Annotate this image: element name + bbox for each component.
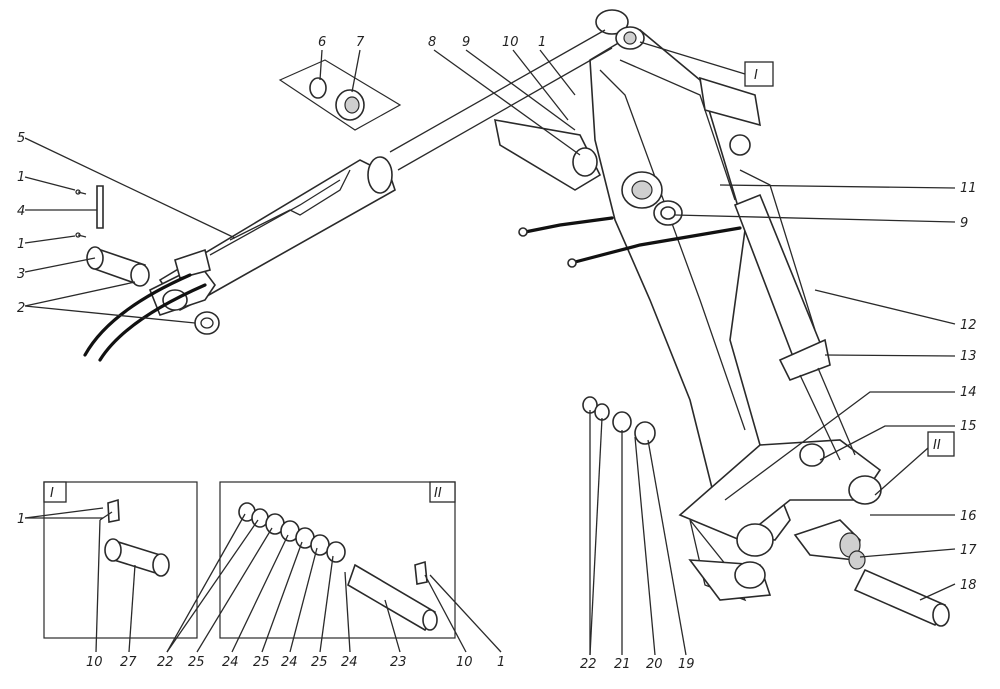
callout-1: 1 [17,237,25,252]
callout-24: 24 [341,655,358,670]
callout-24: 24 [222,655,239,670]
callout-2: 2 [17,301,25,316]
callout-9: 9 [960,216,968,231]
callout-3: 3 [17,267,25,282]
callout-25: 25 [188,655,205,670]
callout-8: 8 [428,35,436,50]
svg-text:II: II [933,438,941,453]
top-linkage [699,76,761,156]
inset-I-label: I [50,486,54,501]
callout-27: 27 [120,655,137,670]
callout-13: 13 [960,349,977,364]
flag-main-II: II [874,431,955,496]
callout-10: 10 [502,35,519,50]
parts-6-7 [278,59,402,131]
callout-1: 1 [497,655,505,670]
callout-1: 1 [538,35,546,50]
callout-5: 5 [17,131,25,146]
callout-16: 16 [960,509,977,524]
callout-22: 22 [580,657,597,672]
center-bushings [621,171,683,226]
cotter-pins [75,185,104,238]
callout-24: 24 [281,655,298,670]
callout-1: 1 [17,170,25,185]
top-pivot-lug [595,9,645,50]
callout-11: 11 [960,181,977,196]
callout-21: 21 [614,657,631,672]
callout-19: 19 [678,657,695,672]
callout-20: 20 [646,657,663,672]
inset-II-label: II [434,486,442,501]
arm-cylinder [148,156,396,316]
side-mount [493,119,602,191]
tie-rod [389,29,613,171]
callout-9: 9 [462,35,470,50]
flag-main-I: I [639,41,774,87]
callout-10: 10 [86,655,103,670]
pin-3 [86,246,150,287]
cylinder-hoses [83,273,207,362]
callout-4: 4 [17,204,25,219]
ring-stack [582,396,656,445]
hoses [518,216,742,268]
ring-2 [194,311,220,335]
callout-10: 10 [456,655,473,670]
callout-17: 17 [960,543,977,558]
callout-numbers: 1 4 1 3 2 5 6 7 8 9 10 1 11 9 12 13 14 1… [17,35,977,672]
callout-1: 1 [17,512,25,527]
leader-lines [24,49,956,656]
inset-I-box: I [43,481,198,639]
callout-6: 6 [318,35,326,50]
svg-text:I: I [754,68,758,83]
lower-pin-assembly [793,519,950,627]
callout-25: 25 [253,655,270,670]
callout-23: 23 [390,655,407,670]
callout-15: 15 [960,419,977,434]
callout-7: 7 [356,35,365,50]
callout-25: 25 [311,655,328,670]
inset-II-box: II [219,481,456,639]
callout-14: 14 [960,385,977,400]
lower-link [734,443,882,589]
callout-22: 22 [157,655,174,670]
callout-18: 18 [960,578,977,593]
callout-12: 12 [960,318,977,333]
